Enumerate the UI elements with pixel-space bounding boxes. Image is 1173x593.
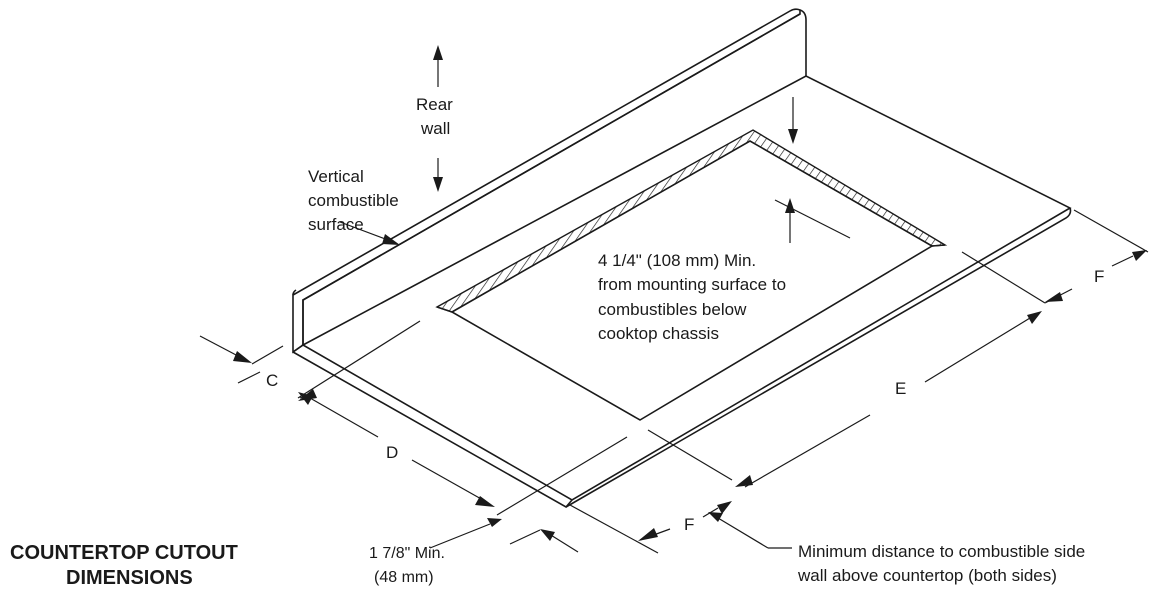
vertical-surface-leader [339, 221, 400, 245]
backsplash [292, 8, 807, 354]
vertical-surface-label: combustible [308, 191, 399, 210]
clearance-label: 4 1/4" (108 mm) Min. [598, 251, 756, 270]
rear-wall-arrows [433, 45, 443, 192]
clearance-label: from mounting surface to [598, 275, 786, 294]
diagram-title: COUNTERTOP CUTOUT [10, 542, 238, 564]
side-note-label: wall above countertop (both sides) [797, 566, 1057, 585]
dimension-d [297, 320, 628, 516]
dimension-front-min [429, 518, 579, 553]
dimension-f-bottom-label: F [684, 515, 694, 534]
dimension-f-right [1044, 209, 1149, 304]
vertical-surface-label: surface [308, 215, 364, 234]
dimension-e-label: E [895, 379, 906, 398]
front-min-label: (48 mm) [374, 569, 434, 586]
rear-wall-label: Rear [416, 95, 453, 114]
front-min-label: 1 7/8" Min. [369, 545, 445, 562]
dimension-f-right-label: F [1094, 267, 1104, 286]
clearance-label: cooktop chassis [598, 324, 719, 343]
dimension-c-label: C [266, 371, 278, 390]
clearance-dimension [774, 97, 851, 243]
vertical-surface-label: Vertical [308, 167, 364, 186]
rear-wall-label: wall [420, 119, 450, 138]
side-note-label: Minimum distance to combustible side [798, 542, 1085, 561]
diagram-title: DIMENSIONS [66, 567, 193, 589]
side-note-leader [708, 512, 792, 549]
dimension-f-bottom [569, 501, 732, 554]
cutout [435, 129, 948, 421]
dimension-e [647, 251, 1046, 488]
clearance-label: combustibles below [598, 300, 747, 319]
dimension-d-label: D [386, 443, 398, 462]
